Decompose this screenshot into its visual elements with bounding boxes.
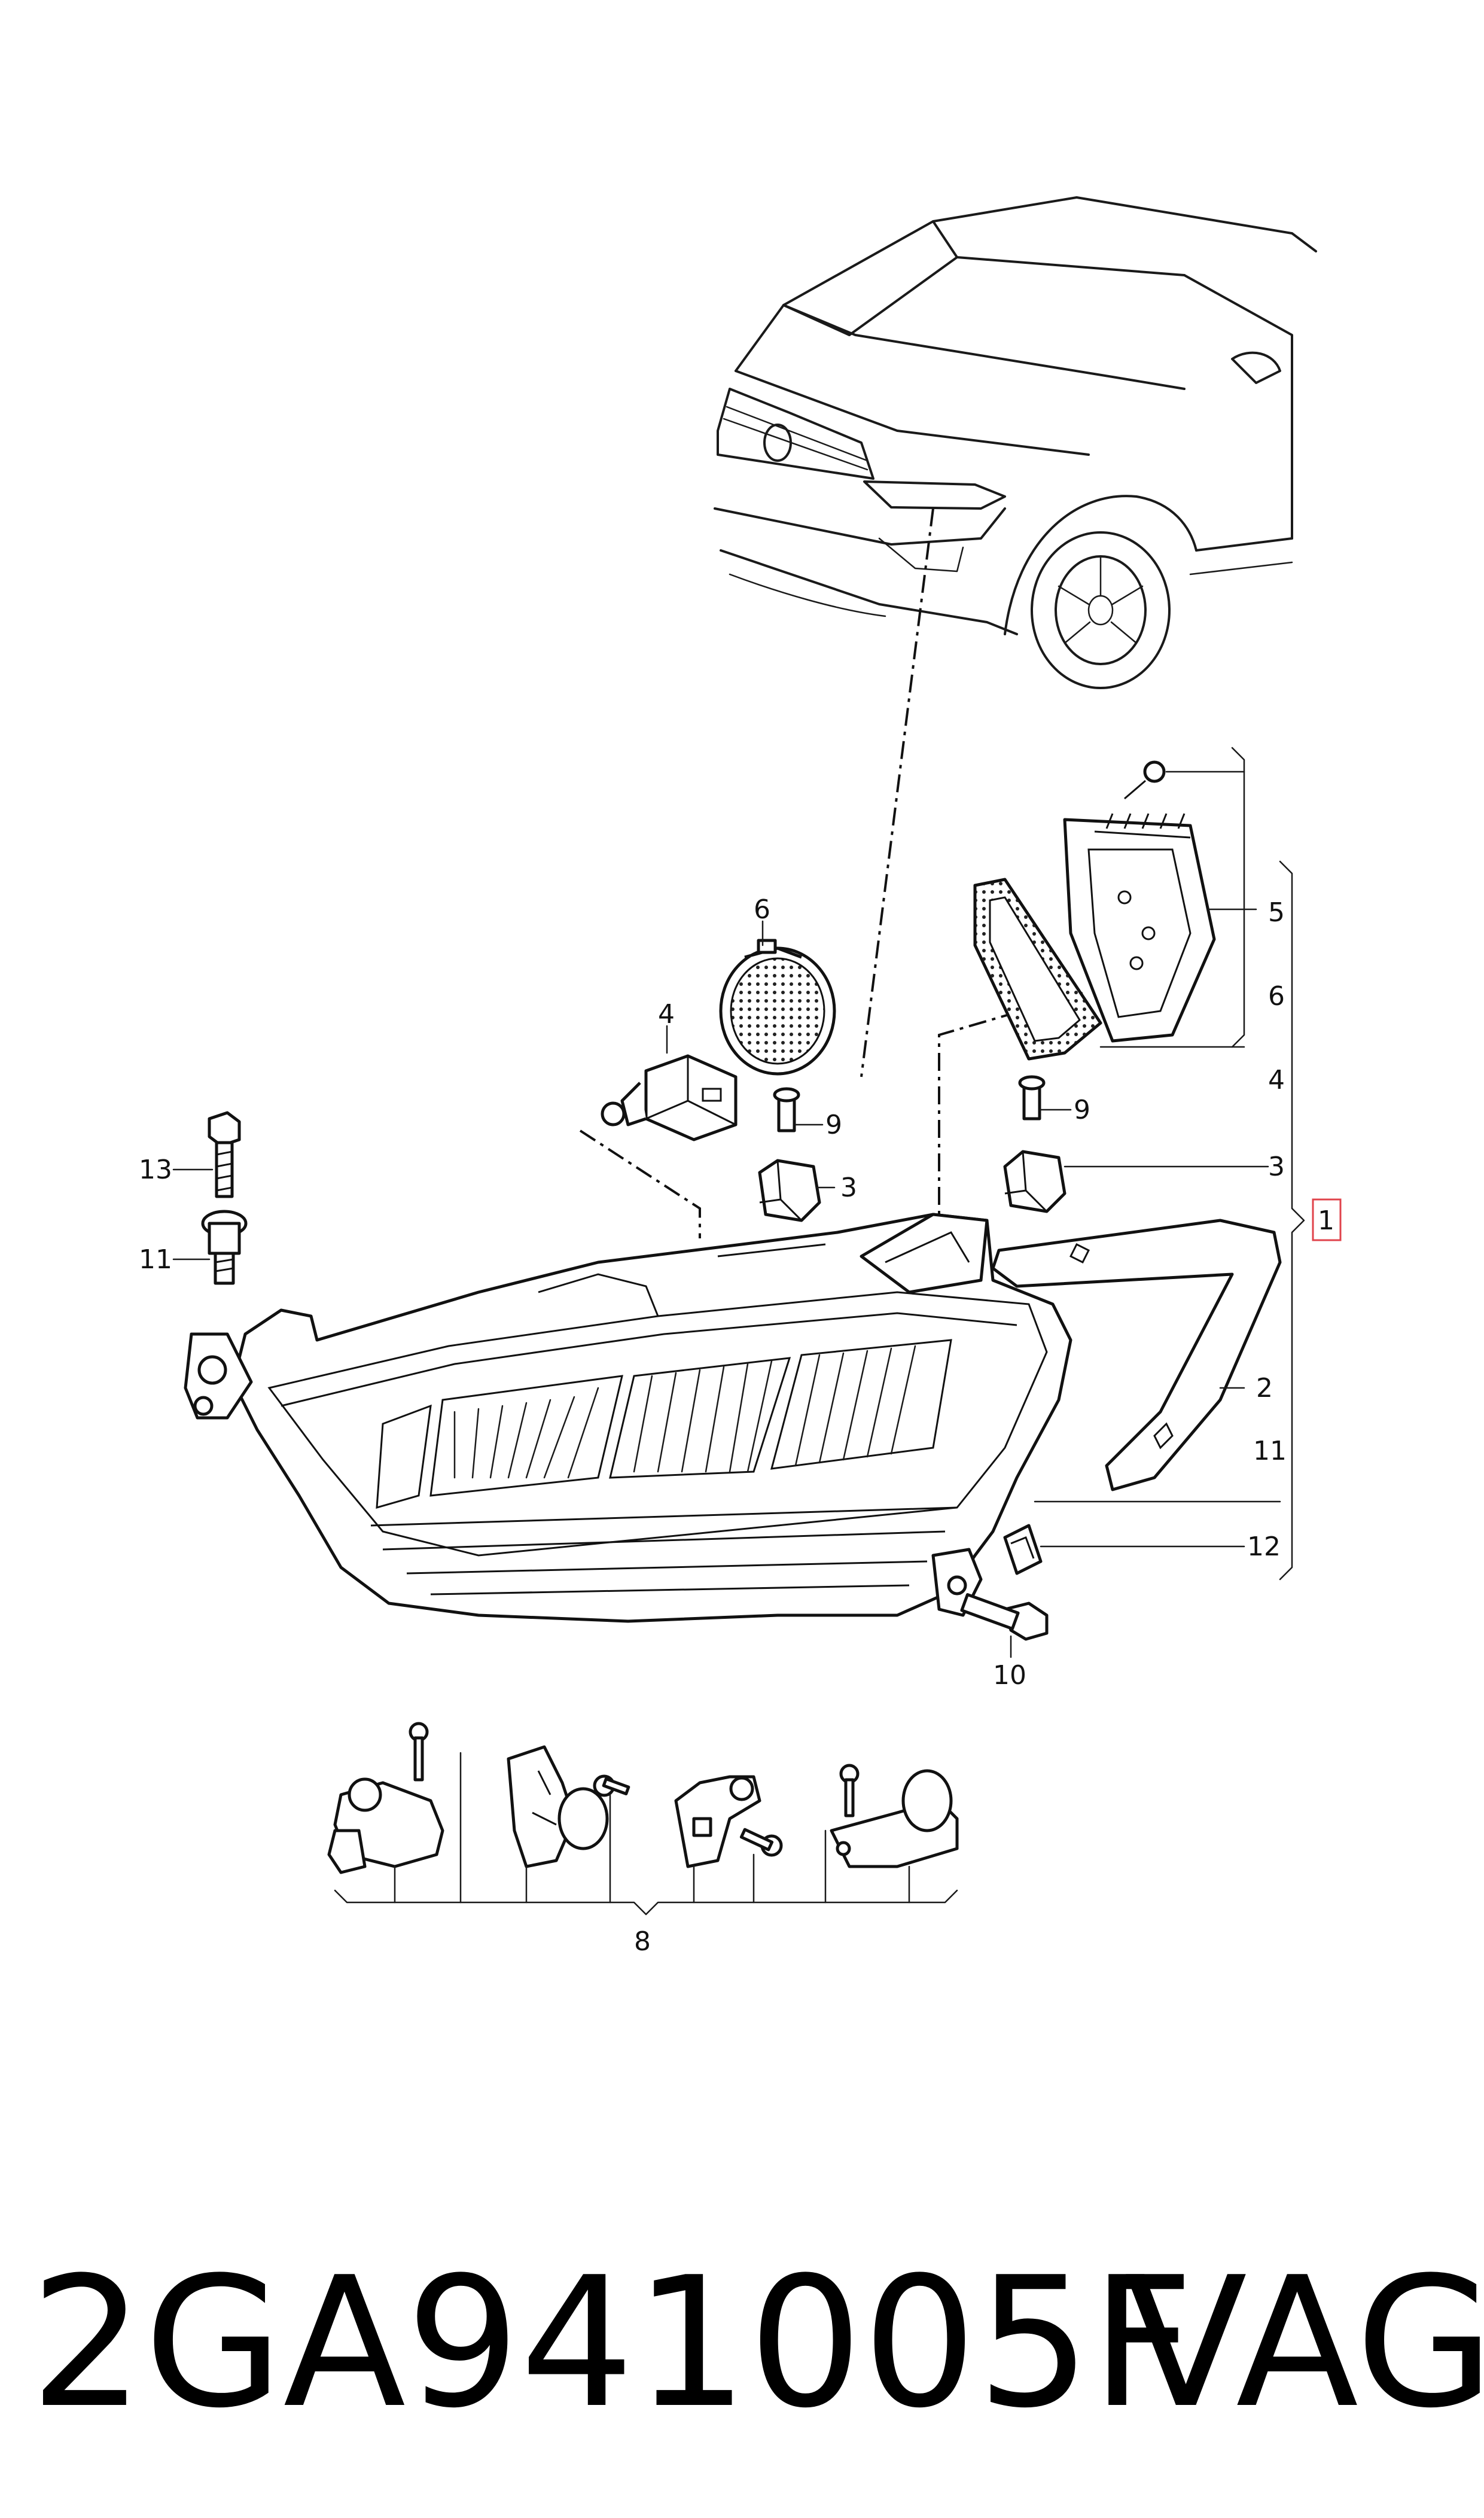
callout-6-cap: 6 — [754, 894, 770, 925]
callout-11-left: 11 — [139, 1244, 172, 1275]
callout-1-highlight-box — [1312, 1198, 1342, 1241]
leader-car-to-headlight — [860, 508, 934, 1077]
callout-12: 12 — [1247, 1531, 1281, 1562]
part-screw-bottom — [960, 1593, 1049, 1641]
callout-labels: 1 2 3 3 4 4 5 6 6 8 9 9 10 11 11 12 13 — [139, 894, 1334, 1957]
main-headlight-assembly — [184, 1213, 1072, 1623]
leader-lines — [172, 747, 1305, 1916]
part-leveling-motor — [601, 1054, 738, 1141]
callout-13: 13 — [139, 1155, 172, 1185]
part-led-control-module — [1063, 760, 1216, 1043]
part-screw-and-clip-center — [758, 1087, 821, 1222]
part-round-cover-cap — [719, 939, 836, 1076]
callout-9-center: 9 — [825, 1110, 842, 1140]
callout-3-right: 3 — [1268, 1152, 1285, 1182]
part-number: 2GA941005F — [30, 2239, 1194, 2447]
brand-name: VAG — [1125, 2239, 1484, 2447]
part-trim-strip — [991, 1219, 1282, 1491]
part-spring-clip — [1003, 1524, 1043, 1575]
callout-1: 1 — [1318, 1205, 1334, 1236]
leader-motor-to-headlight — [579, 1129, 701, 1238]
part-screws-left — [201, 1111, 248, 1285]
callout-5: 5 — [1268, 897, 1285, 928]
part-repair-kit-brackets — [327, 1722, 959, 1874]
callout-4-motor: 4 — [658, 999, 675, 1030]
led-light-guides — [376, 1339, 952, 1509]
car-illustration — [714, 196, 1317, 689]
callout-3-center: 3 — [840, 1173, 857, 1203]
callout-10: 10 — [993, 1660, 1026, 1691]
callout-2: 2 — [1256, 1373, 1273, 1403]
callout-4-group: 4 — [1268, 1065, 1285, 1095]
callout-9-right: 9 — [1074, 1095, 1090, 1125]
callout-6-group: 6 — [1268, 981, 1285, 1012]
callout-8: 8 — [634, 1926, 651, 1957]
callout-11-right: 11 — [1253, 1436, 1287, 1466]
part-gasket-seal — [973, 878, 1102, 1061]
part-screw-and-clip-right — [1003, 1075, 1066, 1213]
